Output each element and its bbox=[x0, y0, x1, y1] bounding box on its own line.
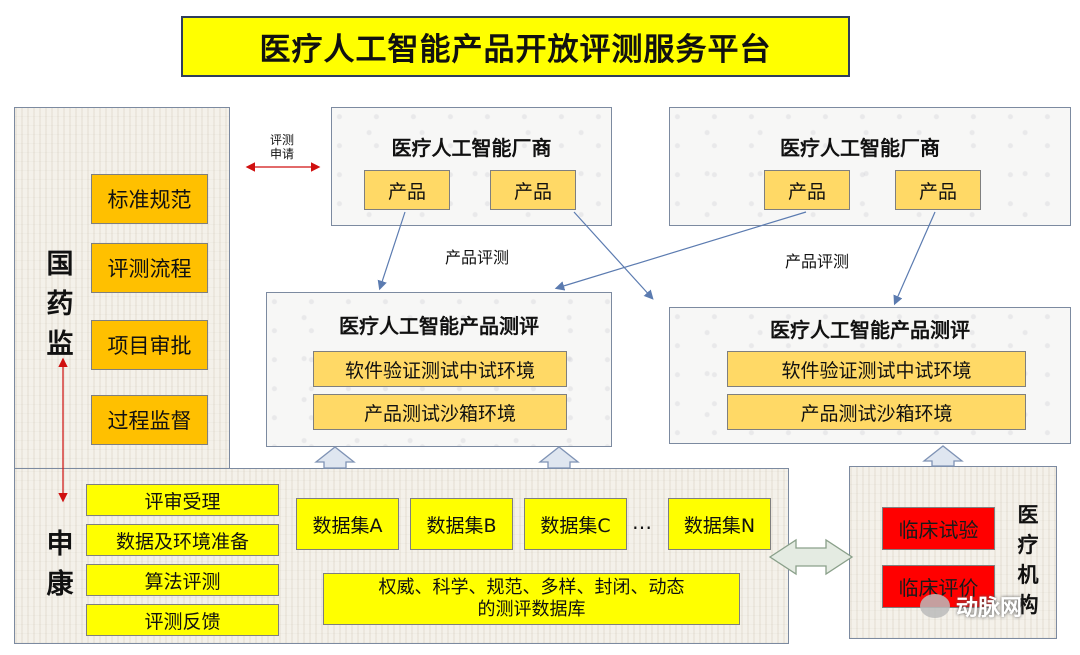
vendor-title-right: 医疗人工智能厂商 bbox=[780, 136, 940, 160]
apply-label-line1: 评测 bbox=[269, 133, 294, 147]
dataset-a: 数据集A bbox=[296, 498, 399, 550]
eval-env-left-sandbox: 产品测试沙箱环境 bbox=[313, 394, 567, 430]
eval-label-right: 产品评测 bbox=[785, 252, 850, 271]
apply-label: 评测 申请 bbox=[264, 133, 300, 161]
eval-arrow-right-1 bbox=[554, 211, 807, 291]
regulator-item-label: 项目审批 bbox=[107, 334, 192, 358]
database-line1: 权威、科学、规范、多样、封闭、动态 bbox=[378, 577, 685, 598]
vendor-panel-right bbox=[669, 107, 1071, 226]
up-arrow-1 bbox=[314, 446, 356, 469]
step-feedback: 评测反馈 bbox=[86, 604, 279, 636]
dataset-b: 数据集B bbox=[410, 498, 513, 550]
env-label: 软件验证测试中试环境 bbox=[344, 359, 535, 382]
watermark-text: 动脉网 bbox=[956, 596, 1023, 621]
vendor-product-right-1: 产品 bbox=[764, 170, 850, 210]
dataset-label: 数据集C bbox=[540, 514, 611, 537]
regulator-item-supervision: 过程监督 bbox=[91, 395, 208, 445]
product-label: 产品 bbox=[387, 180, 426, 203]
shenkang-name: 申康 bbox=[40, 525, 80, 605]
regulator-item-approval: 项目审批 bbox=[91, 320, 208, 370]
up-arrow-3 bbox=[922, 445, 964, 467]
dataset-label: 数据集A bbox=[312, 514, 383, 537]
page-title: 医疗人工智能产品开放评测服务平台 bbox=[181, 16, 850, 77]
eval-env-right-sandbox: 产品测试沙箱环境 bbox=[727, 394, 1026, 430]
dataset-ellipsis: … bbox=[632, 510, 652, 534]
eval-center-title-left: 医疗人工智能产品测评 bbox=[339, 314, 539, 338]
eval-env-left-pilot: 软件验证测试中试环境 bbox=[313, 351, 567, 387]
double-arrow bbox=[768, 538, 854, 576]
eval-center-title-right: 医疗人工智能产品测评 bbox=[770, 318, 970, 342]
regulator-item-label: 标准规范 bbox=[107, 188, 192, 212]
eval-arrow-left-1 bbox=[377, 211, 406, 291]
apply-label-line2: 申请 bbox=[269, 147, 294, 161]
vendor-product-left-1: 产品 bbox=[364, 170, 450, 210]
database-line2: 的测评数据库 bbox=[477, 599, 586, 620]
product-label: 产品 bbox=[787, 180, 826, 203]
eval-arrow-right-2 bbox=[893, 211, 936, 306]
step-label: 算法评测 bbox=[144, 570, 221, 593]
product-label: 产品 bbox=[513, 180, 552, 203]
step-label: 数据及环境准备 bbox=[115, 530, 249, 553]
regulator-item-standards: 标准规范 bbox=[91, 174, 208, 224]
step-label: 评测反馈 bbox=[144, 610, 221, 633]
hospital-name-text: 医疗机构 bbox=[1017, 503, 1039, 617]
up-arrow-2 bbox=[538, 446, 580, 469]
shenkang-name-text: 申康 bbox=[46, 529, 74, 600]
env-label: 产品测试沙箱环境 bbox=[363, 402, 516, 425]
step-prepare: 数据及环境准备 bbox=[86, 524, 279, 556]
vendor-title-left: 医疗人工智能厂商 bbox=[391, 136, 552, 160]
regulator-item-label: 过程监督 bbox=[107, 409, 192, 433]
hospital-item-label: 临床试验 bbox=[898, 518, 979, 542]
eval-arrow-left-2 bbox=[573, 211, 654, 300]
wechat-icon bbox=[920, 594, 950, 618]
step-review: 评审受理 bbox=[86, 484, 279, 516]
eval-label-left: 产品评测 bbox=[445, 248, 510, 267]
hospital-panel bbox=[849, 466, 1057, 639]
evaluation-database: 权威、科学、规范、多样、封闭、动态 的测评数据库 bbox=[323, 573, 740, 625]
regulator-name-text: 国药监 bbox=[46, 249, 74, 360]
dataset-c: 数据集C bbox=[524, 498, 627, 550]
env-label: 软件验证测试中试环境 bbox=[781, 359, 972, 382]
vendor-product-left-2: 产品 bbox=[490, 170, 576, 210]
step-label: 评审受理 bbox=[144, 490, 221, 513]
vendor-product-right-2: 产品 bbox=[895, 170, 981, 210]
regulator-name: 国药监 bbox=[40, 245, 80, 365]
env-label: 产品测试沙箱环境 bbox=[800, 402, 953, 425]
eval-env-right-pilot: 软件验证测试中试环境 bbox=[727, 351, 1026, 387]
hospital-name: 医疗机构 bbox=[1014, 500, 1042, 620]
dataset-label: 数据集B bbox=[426, 514, 497, 537]
product-label: 产品 bbox=[918, 180, 957, 203]
regulator-item-label: 评测流程 bbox=[107, 257, 192, 281]
step-algorithm: 算法评测 bbox=[86, 564, 279, 596]
clinical-trial: 临床试验 bbox=[882, 507, 995, 550]
dataset-label: 数据集N bbox=[683, 514, 756, 537]
watermark: 动脉网 bbox=[920, 590, 1022, 622]
dataset-n: 数据集N bbox=[668, 498, 771, 550]
regulator-item-process: 评测流程 bbox=[91, 243, 208, 293]
